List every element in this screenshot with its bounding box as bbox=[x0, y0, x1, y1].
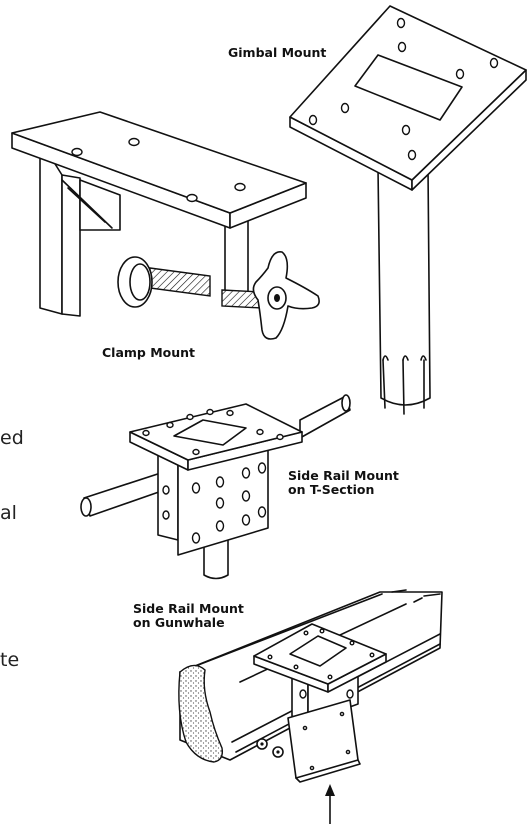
gunwhale-mount-drawing bbox=[178, 589, 443, 783]
arrow-up-icon bbox=[325, 784, 335, 824]
side-rail-gunwhale-line-1: Side Rail Mount bbox=[133, 601, 244, 616]
t-section-mount-drawing bbox=[80, 394, 351, 580]
cropped-text-2: al bbox=[0, 502, 17, 524]
side-rail-gunwhale-line-2: on Gunwhale bbox=[133, 615, 225, 630]
side-rail-gunwhale-label: Side Rail Mount on Gunwhale bbox=[133, 602, 244, 630]
gimbal-mount-label: Gimbal Mount bbox=[228, 45, 327, 60]
side-rail-t-section-label: Side Rail Mount on T-Section bbox=[288, 469, 399, 497]
cropped-text-1: ed bbox=[0, 427, 24, 449]
gimbal-mount-drawing bbox=[289, 5, 527, 415]
clamp-mount-drawing bbox=[11, 111, 320, 340]
side-rail-t-section-line-2: on T-Section bbox=[288, 482, 375, 497]
cropped-text-3: te bbox=[0, 649, 20, 671]
side-rail-t-section-line-1: Side Rail Mount bbox=[288, 468, 399, 483]
clamp-mount-label: Clamp Mount bbox=[102, 345, 196, 360]
